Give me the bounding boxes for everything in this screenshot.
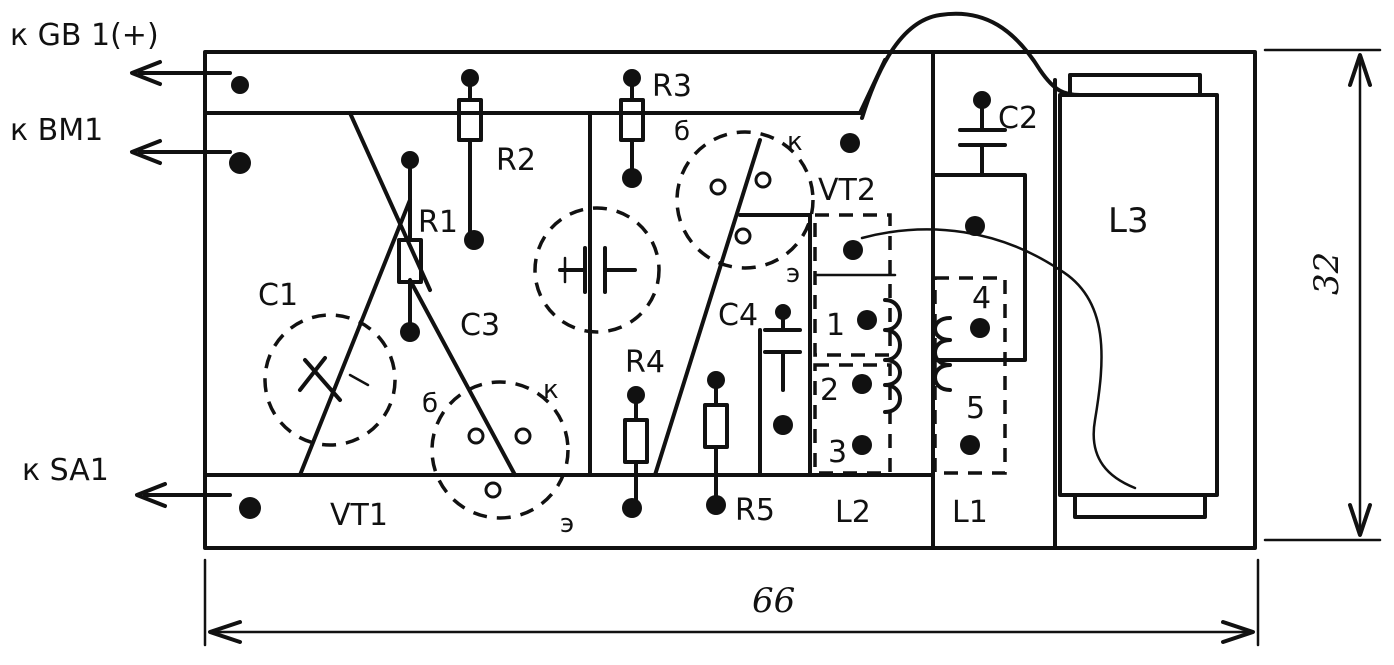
resistor-r2 [457, 76, 483, 242]
label-to-bm1: к BM1 [10, 113, 103, 148]
label-r5: R5 [735, 493, 775, 528]
label-c1: C1 [258, 278, 298, 313]
inductor-l2 [813, 213, 902, 475]
dimension-width [203, 558, 1260, 647]
label-vt1-emitter: э [560, 509, 574, 539]
label-to-gb1: к GB 1(+) [10, 18, 159, 53]
label-pin-4: 4 [972, 281, 991, 316]
label-vt1-base: б [422, 389, 438, 419]
capacitor-c1 [263, 313, 397, 447]
label-pin-2: 2 [820, 373, 839, 408]
label-vt2-collector: к [787, 127, 803, 157]
transistor-vt1 [430, 380, 570, 520]
dimension-height-label: 32 [1307, 252, 1347, 295]
label-vt1: VT1 [330, 498, 388, 533]
label-l1: L1 [952, 495, 988, 530]
connection-arrows [130, 60, 232, 508]
label-r2: R2 [496, 143, 536, 178]
label-c4: C4 [718, 298, 758, 333]
label-l3: L3 [1108, 201, 1149, 241]
dimension-height [1263, 48, 1382, 542]
resistor-r4 [623, 393, 649, 510]
label-r3: R3 [652, 69, 692, 104]
label-vt1-collector: к [543, 375, 559, 405]
label-r1: R1 [418, 205, 458, 240]
label-c3: C3 [460, 308, 500, 343]
traces [203, 58, 1057, 550]
label-vt2-emitter: э [786, 259, 800, 289]
label-pin-3: 3 [828, 435, 847, 470]
label-pin-5: 5 [966, 391, 985, 426]
label-pin-1: 1 [826, 308, 845, 343]
resistor-r5 [703, 378, 729, 507]
capacitor-c4 [763, 310, 802, 392]
inductor-l1 [933, 276, 1007, 475]
solder-pads [229, 69, 991, 519]
resistor-r3 [619, 76, 645, 180]
label-r4: R4 [625, 345, 665, 380]
label-to-sa1: к SA1 [22, 453, 109, 488]
flying-wires [860, 11, 1137, 490]
label-l2: L2 [835, 495, 871, 530]
label-vt2-base: б [674, 117, 690, 147]
l3-coil-former [1058, 73, 1219, 519]
transistor-vt2 [675, 130, 815, 270]
dimension-width-label: 66 [752, 581, 795, 621]
label-vt2: VT2 [818, 173, 876, 208]
label-c2: C2 [998, 101, 1038, 136]
capacitor-c3 [533, 206, 661, 334]
